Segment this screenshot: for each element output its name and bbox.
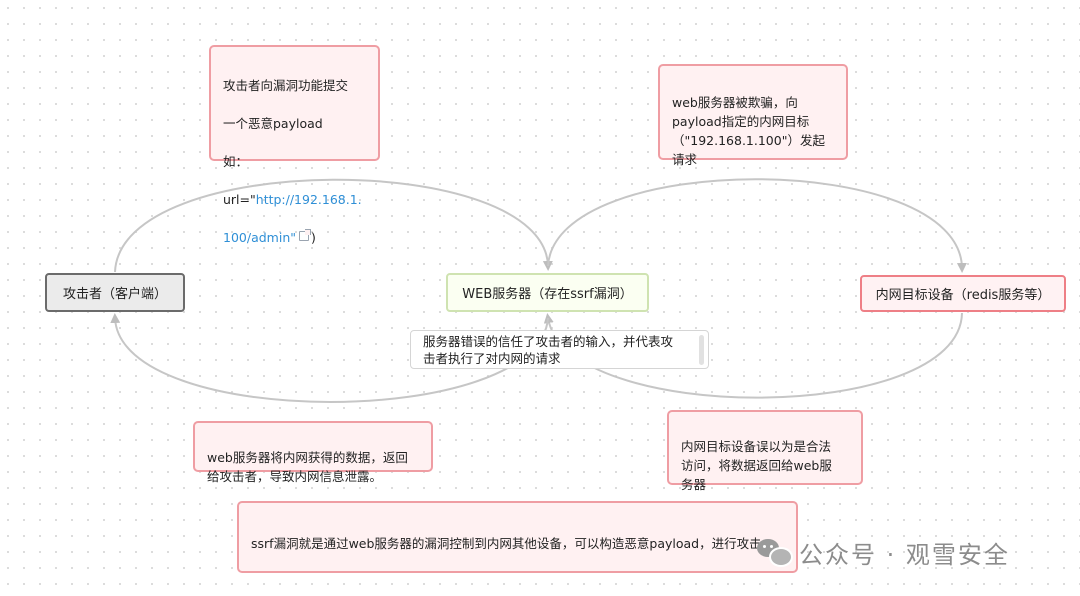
watermark-text: 公众号 · 观雪安全 (799, 540, 1010, 569)
attacker-node[interactable]: 攻击者（客户端） (45, 273, 185, 312)
url-prefix: url=" (223, 192, 256, 207)
note-line: 一个恶意payload (223, 116, 323, 131)
attacker-node-label: 攻击者（客户端） (62, 287, 167, 302)
url-suffix: ) (311, 230, 316, 245)
note-line: 如： (223, 154, 249, 169)
edge-label-text: 服务器错误的信任了攻击者的输入，并代表攻 击者执行了对内网的请求 (423, 334, 674, 366)
label-scrollbar[interactable] (699, 335, 704, 365)
payload-url-link-cont[interactable]: 100/admin" (223, 230, 296, 245)
note-text: 内网目标设备误以为是合法 访问，将数据返回给web服 务器 (681, 439, 832, 492)
note-text: web服务器将内网获得的数据，返回 给攻击者，导致内网信息泄露。 (207, 450, 408, 484)
watermark: 公众号 · 观雪安全 (757, 532, 1010, 572)
note-text: web服务器被欺骗，向 payload指定的内网目标 （"192.168.1.1… (672, 95, 825, 167)
note-target-misjudge[interactable]: 内网目标设备误以为是合法 访问，将数据返回给web服 务器 (667, 410, 863, 492)
edge-server-to-target (547, 178, 967, 273)
edge-label-box[interactable]: 服务器错误的信任了攻击者的输入，并代表攻 击者执行了对内网的请求 (410, 330, 709, 369)
note-text: ssrf漏洞就是通过web服务器的漏洞控制到内网其他设备，可以构造恶意paylo… (251, 536, 775, 551)
note-server-return[interactable]: web服务器将内网获得的数据，返回 给攻击者，导致内网信息泄露。 (193, 421, 433, 484)
edge-attacker-to-server (114, 178, 553, 273)
note-line: 攻击者向漏洞功能提交 (223, 78, 349, 93)
note-attacker-submit[interactable]: 攻击者向漏洞功能提交 一个恶意payload 如： url="http://19… (209, 45, 380, 245)
note-server-deceived[interactable]: web服务器被欺骗，向 payload指定的内网目标 （"192.168.1.1… (658, 64, 848, 167)
wechat-icon (757, 537, 793, 567)
payload-url-link[interactable]: http://192.168.1. (255, 192, 362, 207)
note-summary[interactable]: ssrf漏洞就是通过web服务器的漏洞控制到内网其他设备，可以构造恶意paylo… (237, 501, 798, 573)
web-server-node[interactable]: WEB服务器（存在ssrf漏洞） (446, 273, 649, 312)
internal-target-node-label: 内网目标设备（redis服务等） (875, 288, 1051, 303)
note-url-line: url="http://192.168.1. (223, 190, 366, 209)
internal-target-node[interactable]: 内网目标设备（redis服务等） (860, 275, 1066, 312)
external-link-icon[interactable] (299, 229, 311, 241)
note-url-line: 100/admin") (223, 228, 366, 247)
web-server-node-label: WEB服务器（存在ssrf漏洞） (462, 287, 633, 302)
